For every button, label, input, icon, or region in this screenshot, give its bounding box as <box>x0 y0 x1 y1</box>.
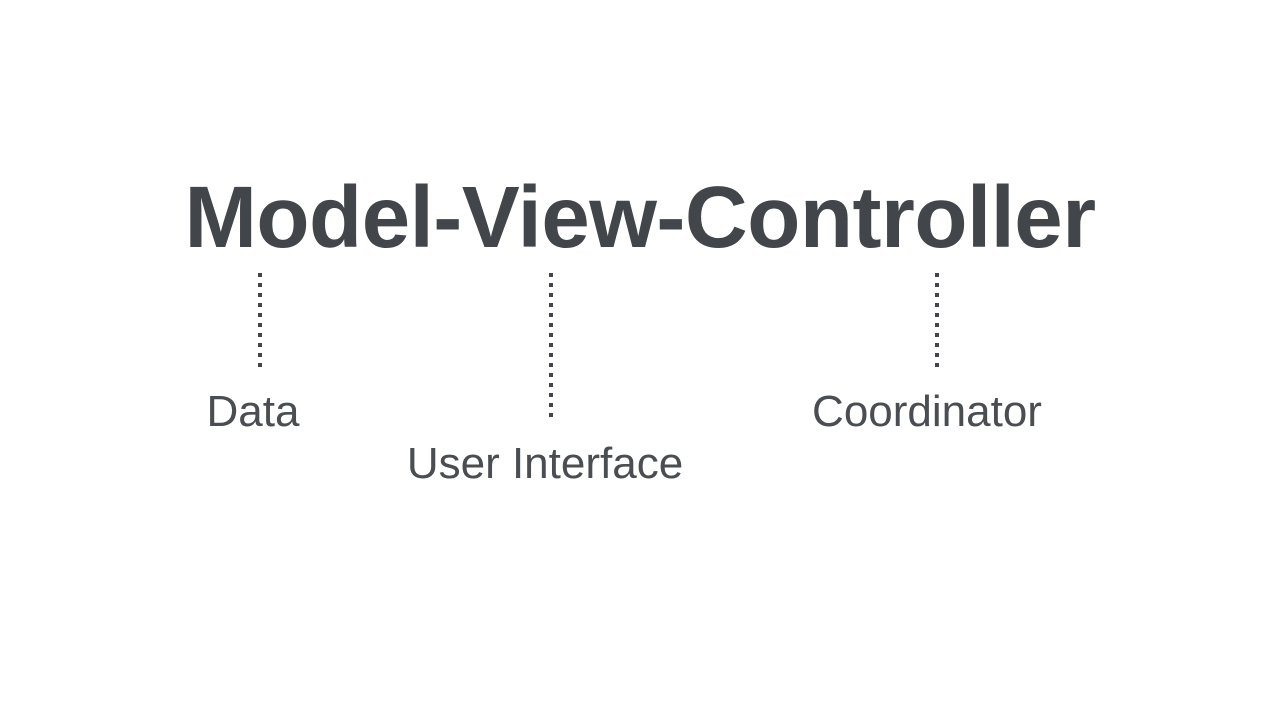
page-title: Model-View-Controller <box>184 169 1096 266</box>
connector-line-model <box>258 273 262 368</box>
label-view-user-interface: User Interface <box>406 439 684 488</box>
connector-line-view <box>549 273 553 420</box>
label-model-data: Data <box>206 387 300 436</box>
label-controller-coordinator: Coordinator <box>812 387 1042 436</box>
connector-line-controller <box>935 273 939 368</box>
